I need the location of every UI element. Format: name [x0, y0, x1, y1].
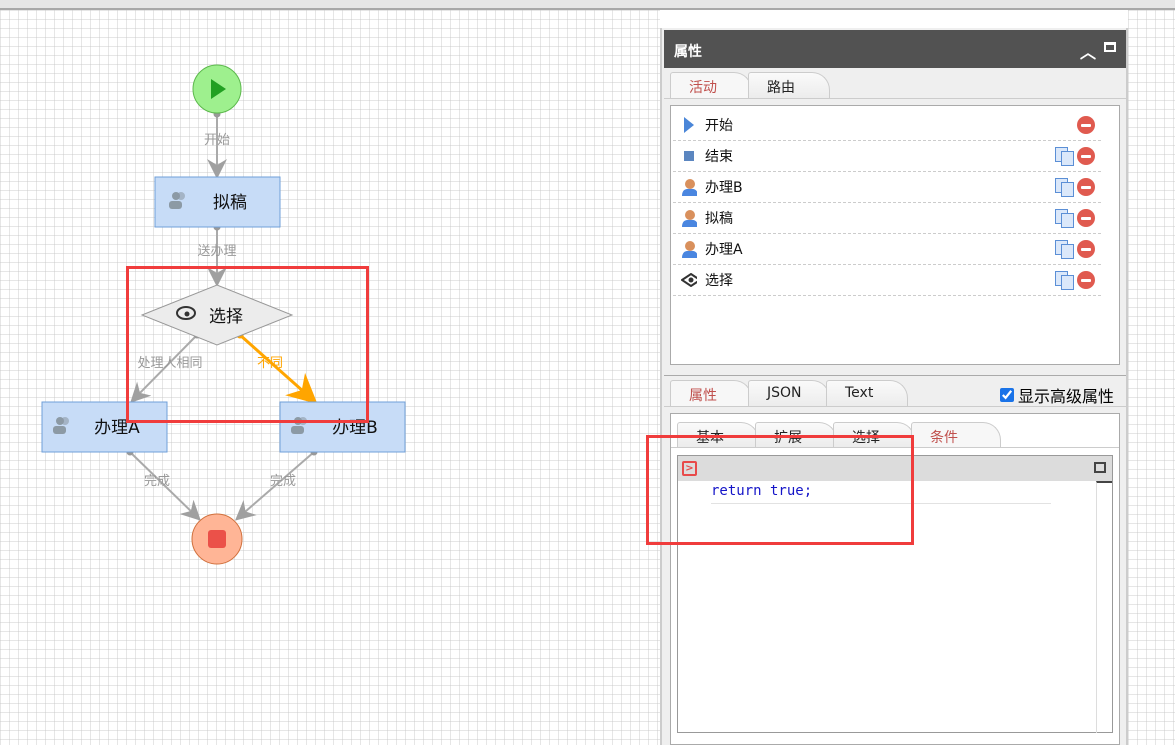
run-icon[interactable]: > [682, 461, 697, 476]
properties-panel: 属性 ︿ 活动 路由 开始结束办理B 拟稿办理A 选择 属性 JSON Text 显… [660, 28, 1128, 745]
activity-label: 开始 [705, 118, 733, 134]
activity-row[interactable]: 办理B [673, 172, 1101, 203]
subtab-choice[interactable]: 选择 [833, 422, 915, 447]
users-icon [169, 192, 185, 209]
show-advanced-label: 显示高级属性 [1017, 387, 1114, 406]
edge-label-done-b: 完成 [270, 474, 296, 489]
edge-label-start: 开始 [204, 133, 230, 148]
copy-icon[interactable] [1055, 178, 1074, 197]
node-label: 拟稿 [213, 193, 247, 213]
tab-routes[interactable]: 路由 [748, 72, 830, 98]
gateway-icon [176, 306, 196, 320]
property-content: 基本 扩展 选择 条件 > return true; [670, 413, 1120, 745]
highlight-box-editor [646, 435, 914, 545]
code-text[interactable]: return true; [711, 483, 1051, 504]
delete-icon[interactable] [1077, 209, 1095, 227]
edge-label-same: 处理人相同 [137, 356, 202, 371]
node-handle-a[interactable]: 办理A [41, 401, 168, 453]
gateway-icon [681, 272, 697, 288]
play-icon [681, 117, 697, 133]
activity-label: 选择 [705, 273, 733, 289]
maximize-icon[interactable] [1104, 42, 1116, 52]
activity-label: 办理A [705, 242, 743, 258]
play-icon [211, 79, 226, 99]
copy-icon[interactable] [1055, 147, 1074, 166]
show-advanced-checkbox[interactable] [999, 388, 1014, 402]
tab-json[interactable]: JSON [748, 380, 830, 406]
end-node[interactable] [191, 513, 243, 565]
panel-title: 属性 [674, 44, 702, 60]
copy-icon[interactable] [1055, 209, 1074, 228]
node-label: 办理B [332, 418, 378, 438]
canvas-edge [1128, 10, 1175, 745]
panel-header: 属性 ︿ [664, 30, 1126, 68]
delete-icon[interactable] [1077, 178, 1095, 196]
activity-row[interactable]: 结束 [673, 141, 1101, 172]
editor-toolbar: > [678, 456, 1112, 481]
start-node[interactable] [192, 64, 242, 114]
user-icon [681, 179, 697, 196]
node-label: 选择 [209, 307, 243, 327]
node-draft[interactable]: 拟稿 [154, 176, 281, 228]
activity-label: 办理B [705, 180, 743, 196]
delete-icon[interactable] [1077, 240, 1095, 258]
node-handle-b[interactable]: 办理B [279, 401, 406, 453]
user-icon [681, 210, 697, 227]
subtab-extend[interactable]: 扩展 [755, 422, 837, 447]
highlight-box-diagram [126, 266, 369, 423]
activity-row[interactable]: 开始 [673, 110, 1101, 141]
delete-icon[interactable] [1077, 116, 1095, 134]
node-label: 办理A [94, 418, 140, 438]
delete-icon[interactable] [1077, 147, 1095, 165]
show-advanced-toggle[interactable]: 显示高级属性 [999, 383, 1114, 407]
collapse-icon[interactable]: ︿ [1079, 43, 1096, 62]
edge-label-diff: 不同 [257, 356, 283, 371]
copy-icon[interactable] [1055, 271, 1074, 290]
editor-scrollbar[interactable] [1096, 481, 1112, 733]
flow-canvas[interactable]: 开始 送办理 处理人相同 不同 完成 完成 拟稿 选择 办理A 办理B [0, 10, 660, 745]
delete-icon[interactable] [1077, 271, 1095, 289]
stop-icon [208, 530, 226, 548]
activity-row[interactable]: 办理A [673, 234, 1101, 265]
activity-label: 结束 [705, 149, 733, 165]
subtab-condition[interactable]: 条件 [911, 422, 1001, 447]
user-icon [681, 241, 697, 258]
condition-editor[interactable]: > return true; [677, 455, 1113, 733]
activity-list: 开始结束办理B 拟稿办理A 选择 [670, 105, 1120, 365]
tab-text[interactable]: Text [826, 380, 908, 406]
top-bar [0, 0, 1175, 10]
edge-label-send: 送办理 [197, 244, 236, 259]
subtab-basic[interactable]: 基本 [677, 422, 759, 447]
node-choice[interactable]: 选择 [140, 284, 294, 346]
tab-properties[interactable]: 属性 [670, 380, 752, 406]
activity-row[interactable]: 拟稿 [673, 203, 1101, 234]
sub-tabs: 基本 扩展 选择 条件 [677, 422, 1001, 447]
tab-activities[interactable]: 活动 [670, 72, 752, 98]
flow-diagram: 开始 送办理 处理人相同 不同 完成 完成 拟稿 选择 办理A 办理B [41, 64, 406, 565]
activity-tabs: 活动 路由 [670, 72, 830, 98]
activity-row[interactable]: 选择 [673, 265, 1101, 296]
activity-label: 拟稿 [705, 211, 733, 227]
copy-icon[interactable] [1055, 240, 1074, 259]
edge-label-done-a: 完成 [144, 474, 170, 489]
stop-icon [681, 148, 697, 164]
restore-window-icon[interactable] [1094, 462, 1106, 473]
users-icon [53, 417, 69, 434]
property-tabs: 属性 JSON Text [670, 380, 908, 406]
